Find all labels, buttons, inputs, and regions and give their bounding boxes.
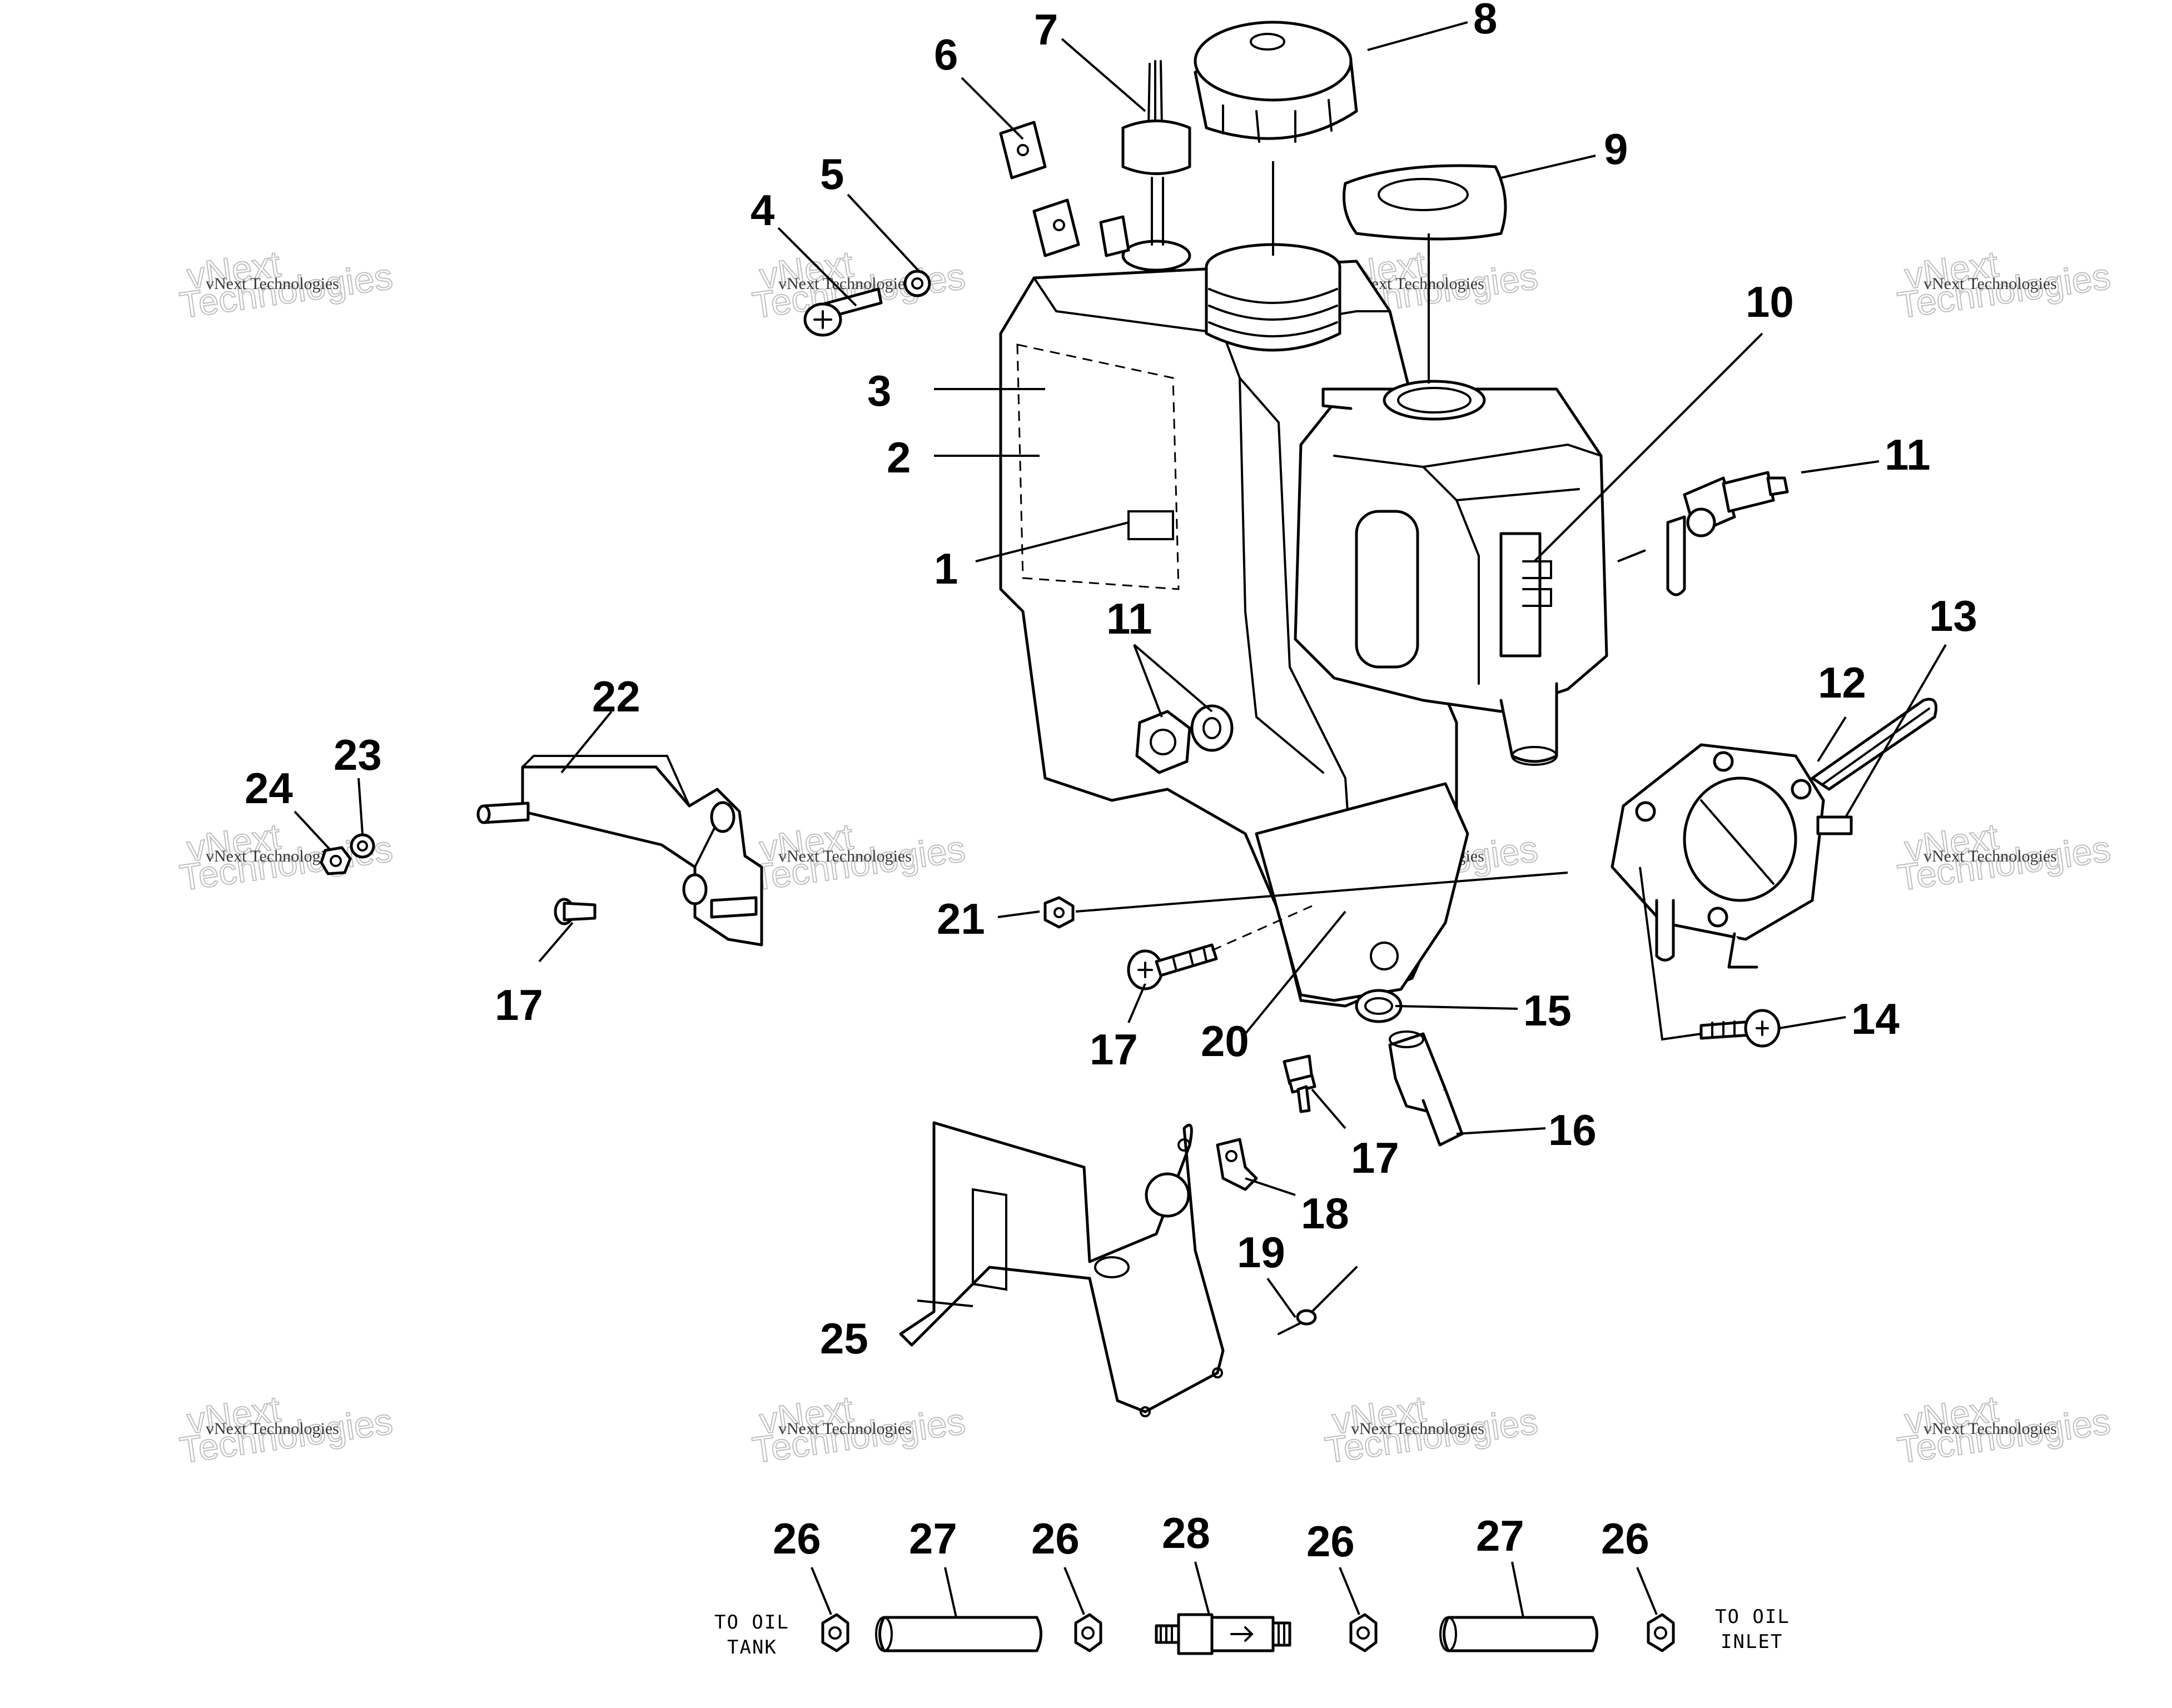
watermark: vNext Technologies vNext Technologies: [177, 242, 396, 326]
clip-6: [999, 121, 1047, 180]
watermark-small-text: vNext Technologies: [1924, 1420, 2057, 1438]
leader-lines: [294, 21, 1947, 1618]
watermark-small-text: vNext Technologies: [206, 847, 339, 865]
callout-28: 28: [1162, 1508, 1210, 1557]
watermark: vNext Technologies vNext Technologies: [749, 815, 968, 899]
watermark: vNext Technologies vNext Technologies: [1322, 1387, 1541, 1471]
screw-4: [803, 287, 883, 337]
callout-17-lower: 17: [1351, 1133, 1399, 1182]
callout-26-d: 26: [1601, 1514, 1649, 1563]
callout-4: 4: [750, 186, 774, 235]
watermark: vNext Technologies vNext Technologies: [177, 1387, 396, 1471]
note-to-oil-tank-line1: TO OIL: [714, 1611, 789, 1634]
flow-notes: TO OIL TANK TO OIL INLET: [714, 1606, 1790, 1659]
washer-11: [1190, 704, 1234, 752]
callout-14: 14: [1851, 994, 1900, 1043]
screw-14: [1699, 1009, 1781, 1048]
callout-21: 21: [937, 894, 985, 943]
clip-18: [1216, 1138, 1258, 1191]
callout-24: 24: [245, 764, 293, 813]
support-bracket-25: [899, 1121, 1225, 1417]
screw-17-center: [1127, 943, 1218, 990]
callout-12: 12: [1818, 658, 1866, 707]
callout-20: 20: [1201, 1017, 1249, 1065]
lock-washer-5: [903, 270, 931, 297]
fuel-pump-12: [1611, 743, 1853, 969]
note-to-oil-inlet-line1: TO OIL: [1715, 1606, 1790, 1628]
hose-clamp-26-a: [821, 1613, 849, 1652]
hose-clamp-26-d: [1647, 1613, 1675, 1652]
mount-bracket-22: [476, 755, 763, 947]
callout-27-b: 27: [1476, 1511, 1524, 1560]
callout-7: 7: [1034, 5, 1058, 54]
callout-1: 1: [934, 544, 958, 593]
watermark-small-text: vNext Technologies: [778, 847, 912, 865]
callout-5: 5: [820, 150, 844, 198]
callout-22: 22: [592, 672, 640, 721]
callout-18: 18: [1301, 1189, 1349, 1238]
watermark-small-text: vNext Technologies: [206, 1420, 339, 1438]
watermark-small-text: vNext Technologies: [778, 1420, 912, 1438]
callout-19: 19: [1237, 1228, 1285, 1277]
callout-13: 13: [1929, 591, 1977, 640]
callout-3: 3: [867, 366, 891, 415]
dipstick: [1121, 60, 1191, 246]
callout-11-valve: 11: [1885, 430, 1930, 479]
grommet-15: [1355, 989, 1403, 1023]
watermark: vNext Technologies vNext Technologies: [1895, 815, 2114, 899]
callout-10: 10: [1746, 277, 1794, 326]
fitting-16: [1388, 1030, 1464, 1147]
callout-23: 23: [334, 730, 382, 779]
watermark: vNext Technologies vNext Technologies: [749, 1387, 968, 1471]
screw-17-lower: [1283, 1054, 1316, 1113]
watermark: vNext Technologies vNext Technologies: [1895, 1387, 2114, 1471]
hose-clamp-26-c: [1349, 1613, 1378, 1652]
inline-filter-28: [1155, 1613, 1291, 1655]
filler-cap: [1194, 21, 1358, 143]
note-to-oil-inlet-line2: INLET: [1721, 1631, 1783, 1653]
callout-26-c: 26: [1306, 1517, 1355, 1566]
hex-nut-11: [1135, 710, 1191, 774]
nut-24: [320, 846, 352, 875]
oil-reservoir: [1294, 380, 1608, 766]
hose-clamp-26-b: [1074, 1613, 1102, 1652]
callout-2: 2: [887, 433, 911, 482]
callout-25: 25: [820, 1314, 868, 1363]
callout-11-nut: 11: [1106, 594, 1152, 643]
callout-17-left: 17: [495, 980, 543, 1029]
shutoff-valve-11: [1666, 471, 1789, 596]
callout-8: 8: [1473, 0, 1497, 43]
callout-17-center: 17: [1090, 1025, 1138, 1074]
callout-9: 9: [1604, 125, 1628, 173]
watermark-small-text: vNext Technologies: [778, 275, 912, 293]
callout-26-a: 26: [773, 1514, 821, 1563]
watermark: vNext Technologies vNext Technologies: [1895, 242, 2114, 326]
hose-27-a: [875, 1616, 1042, 1652]
watermark-small-text: vNext Technologies: [1924, 847, 2057, 865]
callout-27-a: 27: [909, 1514, 957, 1563]
callout-26-b: 26: [1031, 1514, 1080, 1563]
hose-27-b: [1439, 1616, 1598, 1652]
watermark-small-text: vNext Technologies: [206, 275, 339, 293]
screw-17-left: [554, 898, 597, 925]
cap-gasket: [1343, 164, 1507, 241]
nut-23: [350, 833, 375, 859]
callout-numbers: 1 2 3 4 5 6 7 8 9 10 11 11 12 13 14 15 1…: [245, 0, 1977, 1566]
watermark-small-text: vNext Technologies: [1351, 1420, 1484, 1438]
callout-15: 15: [1523, 986, 1572, 1035]
note-to-oil-tank-line2: TANK: [727, 1636, 777, 1659]
callout-6: 6: [934, 30, 958, 79]
watermark: vNext Technologies vNext Technologies: [749, 242, 968, 326]
pump-bracket-13: [1811, 698, 1937, 791]
nut-21: [1043, 896, 1075, 929]
callout-16: 16: [1548, 1106, 1597, 1154]
watermark-small-text: vNext Technologies: [1924, 275, 2057, 293]
tie-19: [1278, 1266, 1358, 1335]
